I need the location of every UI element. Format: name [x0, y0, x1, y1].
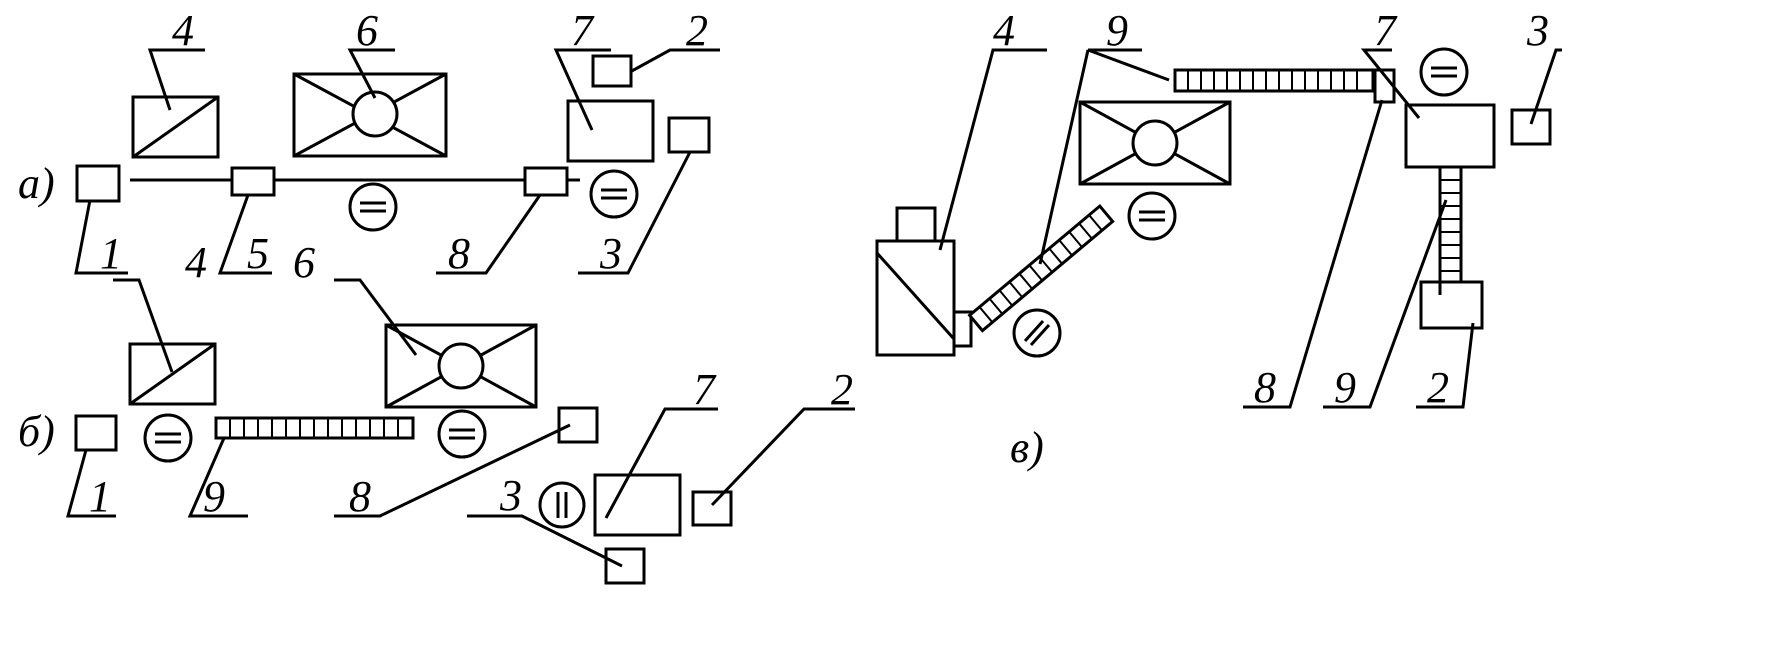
b-label-7: 7 — [693, 365, 717, 414]
c-label-3: 3 — [1526, 6, 1549, 55]
c-leader-4 — [938, 48, 1047, 251]
b-box-2 — [691, 490, 733, 527]
c-operator-2-icon — [1127, 191, 1177, 241]
a-leader-1 — [74, 199, 128, 275]
b-label-8: 8 — [349, 472, 371, 521]
panel-c: в) — [875, 6, 1562, 472]
c-label-7: 7 — [1374, 6, 1398, 55]
b-leader-3 — [467, 514, 623, 568]
b-leader-8 — [334, 423, 571, 518]
b-leader-1 — [66, 449, 116, 518]
c-label-4: 4 — [993, 6, 1015, 55]
c-label-9-top: 9 — [1106, 6, 1128, 55]
b-label-3: 3 — [499, 471, 522, 520]
a-box-2 — [591, 54, 633, 88]
a-leader-8 — [436, 194, 542, 275]
b-label-4: 4 — [185, 238, 207, 287]
c-conveyor-9-top — [1173, 68, 1375, 93]
c-conveyor-9-diagonal — [967, 203, 1115, 333]
b-operator-2-icon — [437, 409, 487, 459]
a-label-1: 1 — [100, 229, 122, 278]
panel-c-letter: в) — [1010, 423, 1044, 472]
b-leader-2 — [710, 407, 855, 507]
c-machine-6 — [1078, 100, 1232, 186]
c-leader-8 — [1243, 99, 1384, 409]
b-leader-9 — [187, 437, 248, 518]
panel-b: б) 4 6 1 — [18, 238, 855, 585]
b-leader-6 — [334, 278, 418, 356]
a-box-1 — [75, 164, 121, 203]
a-label-4: 4 — [172, 6, 194, 55]
a-box-3 — [667, 116, 711, 154]
panel-b-letter: б) — [18, 407, 55, 456]
a-label-7: 7 — [571, 6, 595, 55]
c-leader-9-b — [1038, 49, 1090, 265]
b-leader-4 — [113, 278, 174, 373]
panel-a: а) 4 6 7 2 1 5 — [18, 6, 720, 278]
c-label-9-bottom: 9 — [1334, 363, 1356, 412]
a-leader-4 — [147, 48, 205, 111]
a-label-2: 2 — [686, 6, 708, 55]
a-machine-4 — [131, 95, 220, 159]
b-operator-3-icon — [538, 481, 586, 529]
a-leader-6 — [347, 48, 395, 99]
b-label-1: 1 — [89, 472, 111, 521]
a-machine-6 — [292, 72, 448, 158]
c-leader-3 — [1529, 48, 1562, 125]
a-machine-7 — [566, 99, 655, 163]
c-machine-4 — [875, 206, 973, 357]
c-operator-1-icon — [1012, 308, 1062, 358]
a-leader-3 — [578, 151, 692, 275]
a-operator-1-icon — [348, 182, 398, 232]
c-label-8: 8 — [1254, 363, 1276, 412]
b-machine-7 — [593, 473, 682, 537]
a-leader-5 — [217, 194, 272, 275]
b-label-2: 2 — [831, 365, 853, 414]
a-leader-2 — [629, 48, 720, 74]
c-machine-7 — [1404, 103, 1496, 169]
b-machine-6 — [384, 323, 538, 409]
b-label-6: 6 — [293, 238, 315, 287]
a-box-5 — [230, 166, 276, 197]
panel-a-letter: а) — [18, 159, 55, 208]
b-label-9: 9 — [203, 472, 225, 521]
c-label-2: 2 — [1427, 363, 1449, 412]
b-box-8 — [557, 406, 599, 444]
c-box-3 — [1510, 108, 1552, 146]
a-label-8: 8 — [448, 229, 470, 278]
a-box-8 — [523, 166, 569, 197]
b-conveyor-9 — [214, 416, 415, 440]
c-leader-9-a — [1087, 48, 1170, 82]
c-box-2 — [1419, 280, 1484, 330]
a-label-5: 5 — [247, 229, 269, 278]
c-conveyor-9-vertical — [1438, 165, 1463, 297]
a-label-3: 3 — [599, 229, 622, 278]
c-operator-3-icon — [1419, 47, 1469, 97]
b-leader-7 — [604, 407, 718, 519]
b-operator-1-icon — [143, 413, 193, 463]
c-leader-2 — [1416, 322, 1475, 409]
a-operator-2-icon — [589, 169, 639, 219]
b-box-1 — [74, 414, 118, 452]
a-leader-7 — [553, 48, 611, 131]
c-leader-9-c — [1323, 199, 1448, 409]
b-box-3 — [604, 547, 646, 585]
a-label-6: 6 — [356, 6, 378, 55]
b-machine-4 — [128, 342, 217, 406]
c-leader-7 — [1360, 48, 1421, 119]
